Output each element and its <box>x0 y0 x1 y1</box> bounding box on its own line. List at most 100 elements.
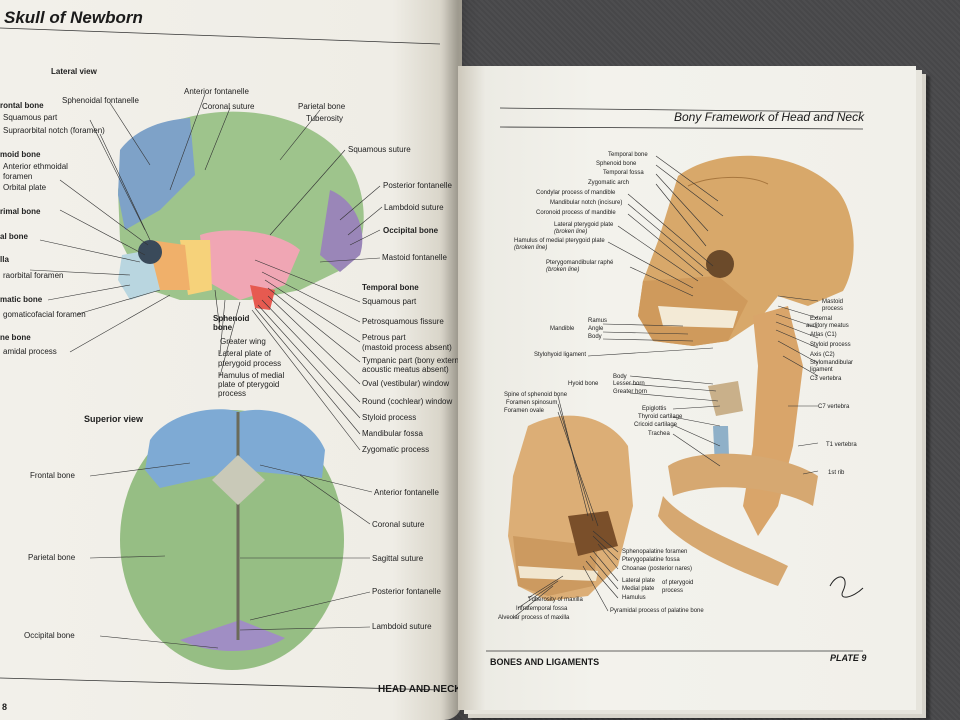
label: Pterygomandibular raphé <box>546 260 614 266</box>
right-footer-left: BONES AND LIGAMENTS <box>490 657 600 667</box>
label: Body <box>588 334 602 340</box>
right-page-title: Bony Framework of Head and Neck <box>674 110 865 124</box>
label: Stylomandibular <box>810 360 854 366</box>
label: Zygomatic arch <box>588 180 630 186</box>
label: Parietal bone <box>28 553 76 562</box>
cervical-spine <box>658 306 818 586</box>
label: Squamous part <box>3 113 58 122</box>
label: Petrosquamous fissure <box>362 317 444 326</box>
label: Hyoid bone <box>568 381 599 387</box>
label: (broken line) <box>554 229 588 235</box>
newborn-skull-lateral <box>118 111 364 310</box>
label: matic bone <box>0 295 43 304</box>
label: Pyramidal process of palatine bone <box>610 608 704 614</box>
label: Hamulus <box>622 595 646 601</box>
label: Epiglottis <box>642 406 667 412</box>
label: Occipital bone <box>383 226 439 235</box>
label: Ramus <box>588 318 608 324</box>
right-illustrations <box>486 107 864 652</box>
label: Stylohyoid ligament <box>534 352 587 358</box>
label: Infratemporal fossa <box>516 606 568 612</box>
label: Petrous part <box>362 333 406 342</box>
label: gomaticofacial foramen <box>3 310 86 319</box>
label: Coronoid process of mandible <box>536 210 616 216</box>
label: Coronal suture <box>372 520 425 529</box>
label: Alveolar process of maxilla <box>498 615 570 621</box>
label: Angle <box>588 326 604 332</box>
label: Lateral pterygoid plate <box>554 222 614 228</box>
right-page: Bony Framework of Head and Neck <box>458 66 916 710</box>
label: acoustic meatus absent) <box>362 365 449 374</box>
label: External <box>810 316 833 322</box>
label: Foramen ovale <box>504 408 545 414</box>
label: Atlas (C1) <box>810 332 837 338</box>
label: rimal bone <box>0 207 41 216</box>
label: al bone <box>0 232 29 241</box>
label: Axis (C2) <box>810 352 835 358</box>
label: 1st rib <box>828 470 845 476</box>
label: Spine of sphenoid bone <box>504 392 568 398</box>
right-footer-right: PLATE 9 <box>830 653 867 663</box>
newborn-skull-superior <box>120 409 344 670</box>
label: Parietal bone <box>298 102 346 111</box>
label: Hamulus of medial pterygoid plate <box>514 238 605 244</box>
label: Coronal suture <box>202 102 255 111</box>
label: process <box>218 389 247 398</box>
label: Lateral plate <box>622 578 656 584</box>
label: Foramen spinosum <box>506 400 558 406</box>
label: Orbital plate <box>3 183 47 192</box>
label: Lambdoid suture <box>384 203 444 212</box>
label: Pterygopalatine fossa <box>622 557 680 563</box>
label: of pterygoid <box>662 580 694 586</box>
label: Styloid process <box>362 413 417 422</box>
label: Anterior fontanelle <box>374 488 439 497</box>
skull-inferior-oblique <box>508 415 633 601</box>
label: Sphenoid bone <box>596 161 637 167</box>
label: Lambdoid suture <box>372 622 432 631</box>
label: Mastoid <box>822 299 844 305</box>
label: Tuberosity <box>306 114 344 123</box>
lateral-view-heading: Lateral view <box>51 67 97 76</box>
label: Condylar process of mandible <box>536 190 616 196</box>
label: Sphenoid <box>213 314 250 323</box>
label: Greater horn <box>613 389 648 395</box>
label: Tuberosity of maxilla <box>528 597 583 603</box>
label: ne bone <box>0 333 31 342</box>
label: Squamous suture <box>348 145 411 154</box>
left-page-number: 8 <box>2 702 8 712</box>
label: foramen <box>3 172 33 181</box>
label: Greater wing <box>220 337 266 346</box>
label: Squamous part <box>362 297 417 306</box>
label: (broken line) <box>514 245 548 251</box>
label: (mastoid process absent) <box>362 343 452 352</box>
label: Occipital bone <box>24 631 75 640</box>
label: Cricoid cartilage <box>634 422 678 428</box>
label: T1 vertebra <box>826 442 857 448</box>
label: Round (cochlear) window <box>362 397 453 406</box>
label: plate of pterygoid <box>218 380 280 389</box>
superior-view-heading: Superior view <box>84 414 144 424</box>
label: Posterior fontanelle <box>383 181 452 190</box>
label: Tympanic part (bony external <box>362 356 462 365</box>
label: C7 vertebra <box>818 404 850 410</box>
label: Sphenoidal fontanelle <box>62 96 139 105</box>
label: process <box>662 588 684 594</box>
label: Anterior fontanelle <box>184 87 249 96</box>
label: Styloid process <box>810 342 851 348</box>
label: Supraorbital notch (foramen) <box>3 126 105 135</box>
left-page-title: Skull of Newborn <box>4 8 143 27</box>
label: Oval (vestibular) window <box>362 379 450 388</box>
left-page: Skull of Newborn <box>0 0 462 720</box>
label: Zygomatic process <box>362 445 430 454</box>
label: moid bone <box>0 150 41 159</box>
label: ligament <box>810 367 833 373</box>
label: Temporal fossa <box>603 170 644 176</box>
label: process <box>822 306 844 312</box>
label: Hamulus of medial <box>218 371 285 380</box>
label: Anterior ethmoidal <box>3 162 68 171</box>
label: Mastoid fontanelle <box>382 253 447 262</box>
label: Mandibular fossa <box>362 429 423 438</box>
label: Choanae (posterior nares) <box>622 566 693 572</box>
label: (broken line) <box>546 267 580 273</box>
